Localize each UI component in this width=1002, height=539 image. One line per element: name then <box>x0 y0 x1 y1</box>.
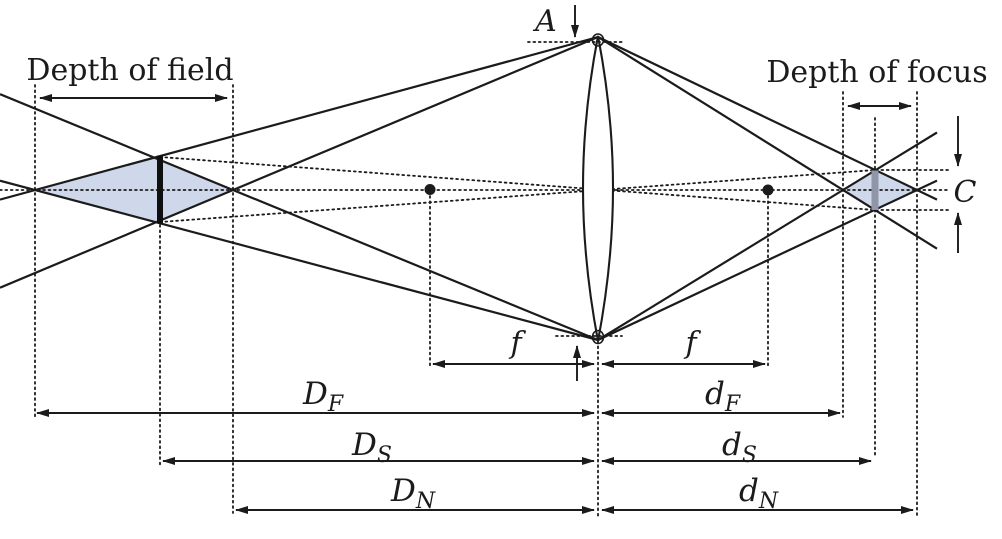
ray-top-to-near-image <box>597 36 938 201</box>
subject-plane-bar <box>157 155 163 224</box>
dotted-guides <box>0 41 951 518</box>
ray-bottom-to-far-point <box>0 179 599 342</box>
dN-label: dN <box>739 473 779 514</box>
aperture-label: A <box>532 4 557 39</box>
coc-label: C <box>954 175 977 210</box>
sensor-plane-bar <box>871 170 879 210</box>
rays <box>0 35 938 342</box>
chief-ray-upper <box>159 156 876 211</box>
depth-of-field-label: Depth of field <box>26 53 233 88</box>
ray-top-to-near-point <box>0 35 599 289</box>
lens-bottom-tip <box>591 329 605 345</box>
focal-length-right-label: f <box>683 326 701 361</box>
dimension-arrows <box>36 94 914 514</box>
focal-length-left-label: f <box>508 326 526 361</box>
DF-label: DF <box>302 376 344 417</box>
dS-label: dS <box>722 427 757 468</box>
ray-bottom-to-far-image <box>597 131 938 341</box>
ray-top-to-far-point <box>0 35 599 201</box>
lens <box>581 35 615 342</box>
front-focal-point <box>424 184 436 195</box>
ray-bottom-to-near-point <box>0 93 599 342</box>
ray-top-to-far-image <box>597 36 938 250</box>
labels: Depth of field Depth of focus A C f f DF… <box>26 4 987 514</box>
DN-label: DN <box>390 473 436 514</box>
rear-focal-point <box>762 184 774 196</box>
ray-bottom-to-near-image <box>597 179 938 341</box>
DS-label: DS <box>351 427 392 468</box>
depth-of-focus-label: Depth of focus <box>766 55 987 90</box>
lens-top-tip <box>591 33 605 47</box>
chief-ray-lower <box>159 169 876 223</box>
pointer-arrows <box>571 5 962 381</box>
dF-label: dF <box>705 376 741 417</box>
